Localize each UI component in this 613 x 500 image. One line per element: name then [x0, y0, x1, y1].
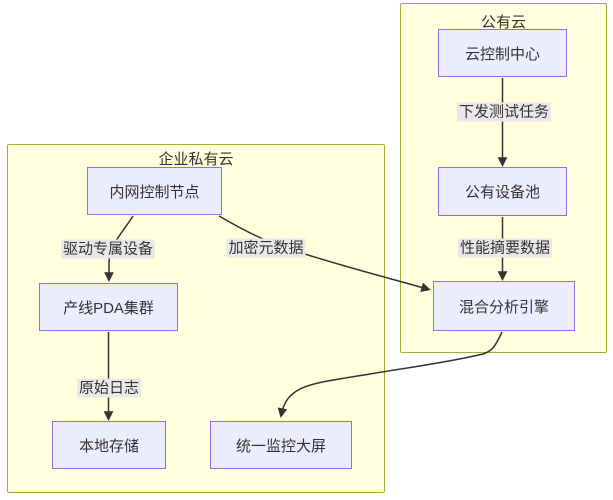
edge-label-encrypted-metadata: 加密元数据	[226, 238, 306, 258]
node-production-pda-cluster: 产线PDA集群	[39, 283, 178, 331]
node-unified-monitor-screen-label: 统一监控大屏	[235, 437, 326, 455]
node-intranet-control-node-label: 内网控制节点	[109, 183, 200, 201]
edge-label-dispatch-test-task: 下发测试任务	[456, 102, 552, 122]
cluster-private-cloud-title: 企业私有云	[158, 151, 234, 168]
node-unified-monitor-screen: 统一监控大屏	[210, 421, 352, 469]
node-local-storage: 本地存储	[52, 421, 166, 469]
node-local-storage-label: 本地存储	[78, 437, 139, 455]
node-production-pda-cluster-label: 产线PDA集群	[63, 299, 154, 317]
edge-label-performance-summary: 性能摘要数据	[457, 238, 553, 258]
node-public-device-pool: 公有设备池	[438, 167, 567, 216]
node-intranet-control-node: 内网控制节点	[87, 167, 222, 215]
node-cloud-control-center: 云控制中心	[438, 29, 567, 77]
edge-label-raw-log: 原始日志	[76, 378, 142, 398]
cluster-public-cloud-title: 公有云	[480, 14, 526, 31]
node-cloud-control-center-label: 云控制中心	[464, 45, 540, 63]
node-hybrid-analysis-engine: 混合分析引擎	[433, 281, 575, 331]
node-public-device-pool-label: 公有设备池	[464, 184, 540, 201]
edge-label-drive-dedicated-device: 驱动专属设备	[60, 239, 156, 259]
node-hybrid-analysis-engine-label: 混合分析引擎	[458, 298, 549, 316]
